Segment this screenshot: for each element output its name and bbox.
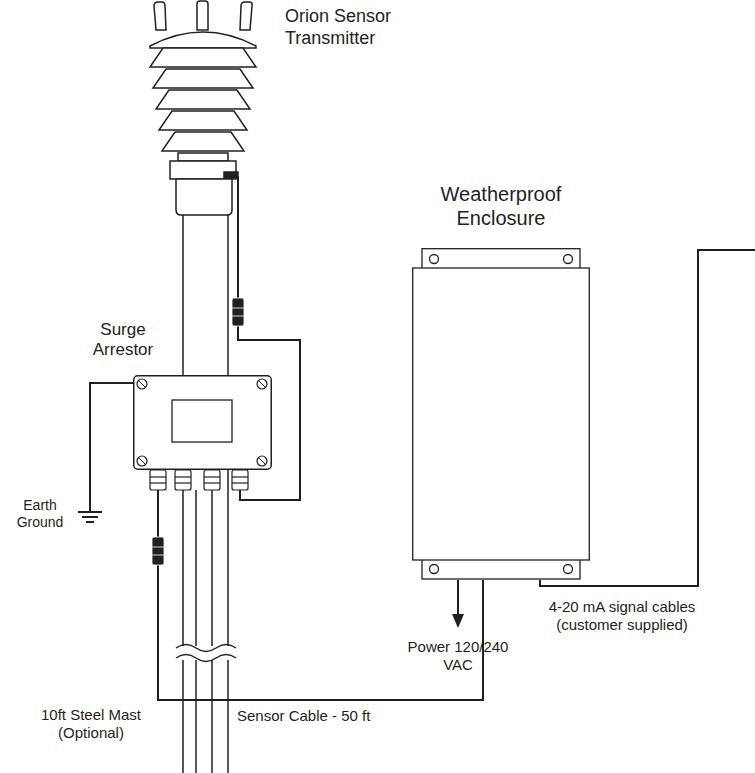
mast-label: 10ft Steel Mast (Optional) bbox=[16, 706, 166, 742]
sensor-transmitter: Orion Sensor Transmitter bbox=[148, 0, 260, 230]
signal-label: 4-20 mA signal cables (customer supplied… bbox=[527, 598, 717, 634]
part-name: Weatherproof Enclosure bbox=[421, 182, 581, 230]
steel-mast bbox=[176, 215, 236, 773]
weatherproof-enclosure-outline bbox=[412, 248, 590, 580]
power-lead bbox=[452, 580, 464, 628]
weatherproof-enclosure: Weatherproof Enclosure bbox=[412, 248, 590, 580]
surge-arrestor-box-outline bbox=[133, 375, 272, 470]
sensor-transmitter-outline bbox=[148, 0, 260, 230]
ground-label: Earth Ground bbox=[6, 497, 74, 531]
part-name: Orion Sensor Transmitter bbox=[285, 6, 410, 49]
power-label: Power 120/240 VAC bbox=[398, 638, 518, 674]
cable-label: Sensor Cable - 50 ft bbox=[235, 707, 372, 725]
earth-ground-wire bbox=[78, 383, 134, 522]
cable-glands bbox=[150, 470, 248, 490]
part-name: Surge Arrestor bbox=[81, 320, 165, 361]
surge-arrestor-box: Surge Arrestor bbox=[133, 375, 272, 470]
